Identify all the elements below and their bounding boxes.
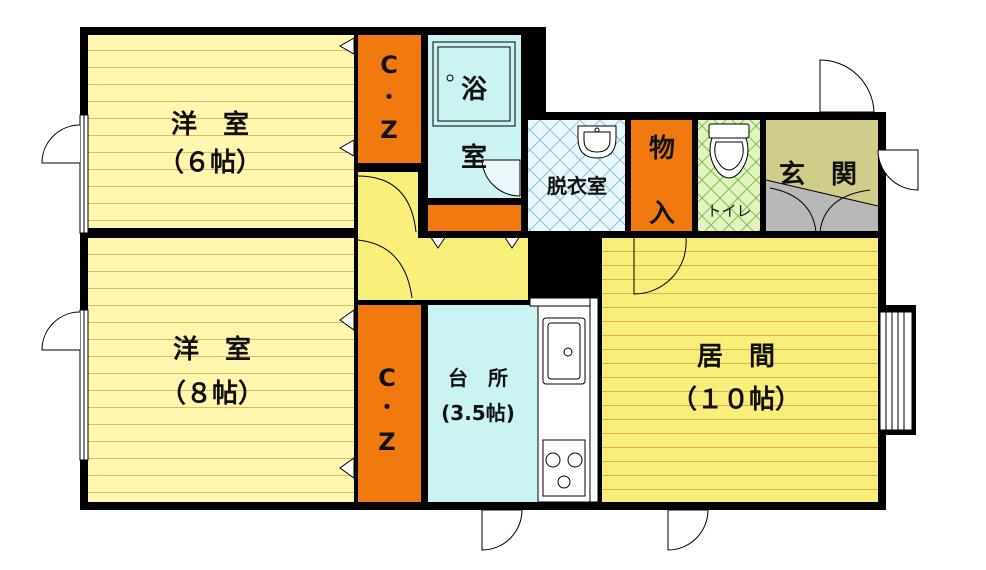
toilet-icon [708,123,750,179]
stove-icon [542,439,586,497]
hall-storage-shelf [428,205,522,231]
closet-top [358,35,421,163]
bathtub [432,41,516,127]
left-window-top [41,114,89,234]
right-window [879,311,913,431]
entrance-door [819,59,919,191]
dressing-label: 脱衣室 [547,174,607,198]
entrance-step [765,179,879,207]
entrance-floor [766,180,878,232]
bath-line2: 室 [461,142,487,173]
kitchen-name: 台 所 [448,366,508,390]
living-door [667,509,709,551]
western-room-6-floor [88,35,355,228]
interior-walls [88,35,878,502]
closet-door-markers [338,37,521,479]
living-room-floor [598,238,878,502]
washbasin-icon [577,125,617,159]
sink-icon [542,317,586,385]
closet-top-c: C [380,51,398,79]
living-size: （１０帖） [671,385,801,415]
closet-bottom-dot: ・ [377,395,397,419]
closet-top-dot: ・ [379,85,399,109]
hallway [358,172,528,300]
western-6-size: （６帖） [158,148,262,178]
closet-bottom-z: Z [378,428,395,456]
storage-line1: 物 [649,134,675,164]
storage-line2: 入 [649,199,675,229]
room-labels: 洋 室 （６帖） 洋 室 （８帖） C ・ Z C ・ Z 浴 室 脱衣室 物 … [158,51,857,456]
bath-drain-icon [446,74,454,82]
kitchen-size: (3.5帖) [441,401,515,425]
closet-bottom-c: C [378,364,396,392]
western-6-name: 洋 室 [171,109,249,140]
bath-line1: 浴 [461,75,488,105]
western-8-name: 洋 室 [173,334,251,365]
entrance-label: 玄 関 [779,159,857,190]
left-window-bottom [41,309,89,461]
western-8-size: （８帖） [160,379,264,409]
closet-bottom [358,305,421,502]
kitchen-floor [428,305,538,502]
living-name: 居 間 [697,342,775,372]
kitchen-door [481,509,523,551]
interior-doors [357,159,871,299]
western-room-8-floor [88,238,355,502]
storage-room [631,120,692,232]
closet-top-z: Z [380,116,397,144]
bathtub-inner [437,46,511,122]
toilet-label: トイレ [706,202,751,220]
